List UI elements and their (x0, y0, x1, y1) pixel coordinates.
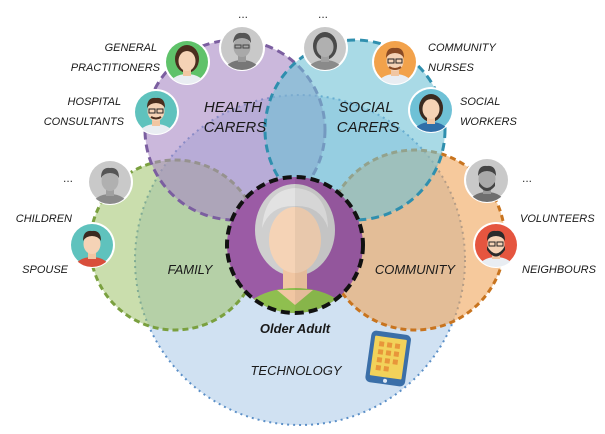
unknown-family-avatar (87, 159, 133, 205)
health-carers-label: HEALTH CARERS (204, 99, 267, 136)
gp-label: GENERAL PRACTITIONERS (71, 42, 161, 74)
neighbour-avatar (473, 222, 519, 268)
family-label: FAMILY (168, 262, 214, 277)
spouse-label: SPOUSE (22, 264, 69, 276)
community-nurse-avatar (372, 39, 418, 85)
community-nurses-label: COMMUNITY NURSES (428, 42, 499, 74)
more-health-label: ... (238, 7, 248, 21)
older-adult-label: Older Adult (260, 321, 331, 336)
older-adult-avatar (225, 175, 365, 315)
consultants-label: HOSPITAL CONSULTANTS (44, 96, 125, 128)
volunteers-label: VOLUNTEERS (520, 213, 595, 225)
neighbours-label: NEIGHBOURS (522, 264, 597, 276)
tablet-icon (365, 330, 411, 387)
unknown-community-avatar (464, 157, 510, 203)
consultant-avatar (133, 89, 179, 135)
unknown-social-avatar (302, 25, 348, 71)
social-workers-label: SOCIAL WORKERS (460, 96, 518, 128)
social-carers-circle (263, 38, 447, 222)
social-carers-label: SOCIAL CARERS (337, 99, 400, 136)
children-label: CHILDREN (16, 213, 72, 225)
unknown-health-avatar (219, 25, 265, 71)
more-community-label: ... (522, 171, 532, 185)
more-family-label: ... (63, 171, 73, 185)
gp-avatar (164, 39, 210, 85)
social-worker-avatar (408, 87, 454, 133)
technology-label: TECHNOLOGY (250, 363, 342, 378)
more-social-label: ... (318, 7, 328, 21)
community-label: COMMUNITY (375, 262, 456, 277)
child-avatar (69, 222, 115, 268)
